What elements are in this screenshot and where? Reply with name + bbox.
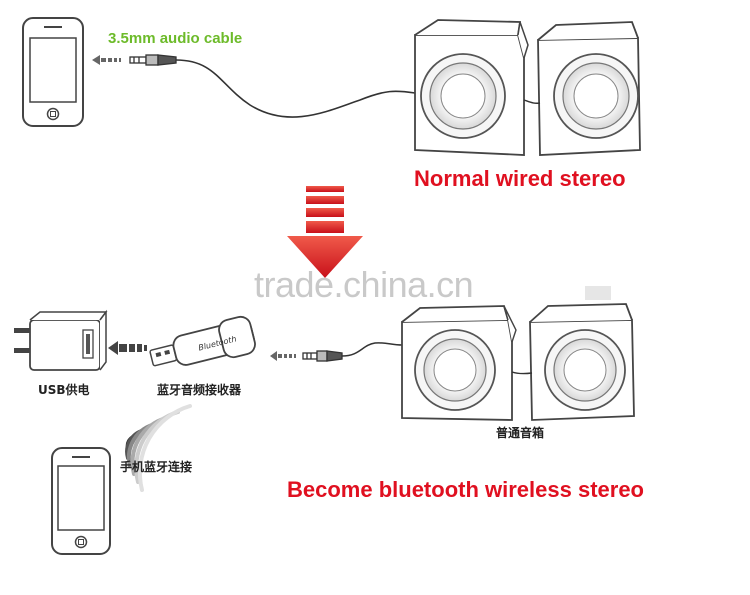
direction-arrow-top [92, 55, 121, 65]
wireless-signal-icon [125, 404, 192, 492]
audio-plug-icon [129, 54, 177, 66]
speaker-link-cable-top [523, 99, 541, 104]
direction-arrow-usb [108, 341, 147, 355]
speaker-right-bottom [529, 303, 635, 421]
speaker-right-top [537, 21, 641, 156]
watermark-text: trade.china.cn [254, 264, 474, 305]
bluetooth-receiver: Bluetooth [149, 315, 256, 367]
speaker-left-bottom [401, 305, 517, 421]
phone-bluetooth-label: 手机蓝牙连接 [120, 460, 193, 474]
speaker-label: 普通音箱 [496, 426, 545, 440]
receiver-label: 蓝牙音频接收器 [157, 383, 242, 397]
smartphone-bottom [51, 447, 111, 555]
usb-charger [14, 309, 108, 371]
speaker-left-top [414, 19, 529, 156]
transition-arrow-icon [287, 186, 363, 278]
smartphone-top [22, 17, 84, 127]
watermark-mark [585, 286, 611, 300]
usb-power-label: USB供电 [38, 383, 90, 397]
audio-cable-top [175, 59, 416, 118]
title-normal-wired-stereo: Normal wired stereo [414, 166, 626, 191]
title-bluetooth-wireless-stereo: Become bluetooth wireless stereo [287, 477, 644, 502]
audio-plug-bottom-icon [302, 350, 343, 362]
direction-arrow-receiver [270, 351, 296, 361]
cable-label: 3.5mm audio cable [108, 30, 243, 47]
audio-cable-bottom [341, 342, 403, 357]
speaker-link-cable-bottom [511, 371, 533, 375]
